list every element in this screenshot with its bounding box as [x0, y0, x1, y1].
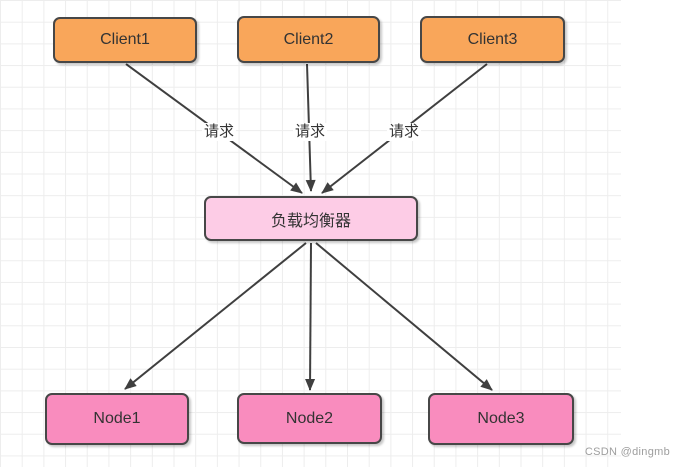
node-node3-label: Node3 — [477, 410, 525, 427]
node-client3: Client3 — [420, 16, 565, 63]
node-client3-label: Client3 — [467, 30, 518, 48]
node-node2: Node2 — [237, 393, 382, 444]
node-node1-label: Node1 — [93, 410, 141, 427]
node-node3: Node3 — [428, 393, 574, 445]
node-client1: Client1 — [53, 17, 197, 63]
csdn-watermark: CSDN @dingmb — [584, 446, 670, 458]
edge-label-request-2: 请求 — [292, 123, 328, 141]
node-client2-label: Client2 — [283, 30, 334, 48]
node-node1: Node1 — [45, 393, 189, 445]
node-load-balancer-label: 负载均衡器 — [270, 212, 351, 230]
node-client2: Client2 — [237, 16, 380, 63]
edge-label-request-3: 请求 — [386, 123, 422, 141]
node-load-balancer: 负载均衡器 — [204, 196, 418, 241]
edge-label-request-1: 请求 — [201, 123, 237, 141]
node-node2-label: Node2 — [285, 409, 334, 427]
node-client1-label: Client1 — [100, 31, 150, 48]
